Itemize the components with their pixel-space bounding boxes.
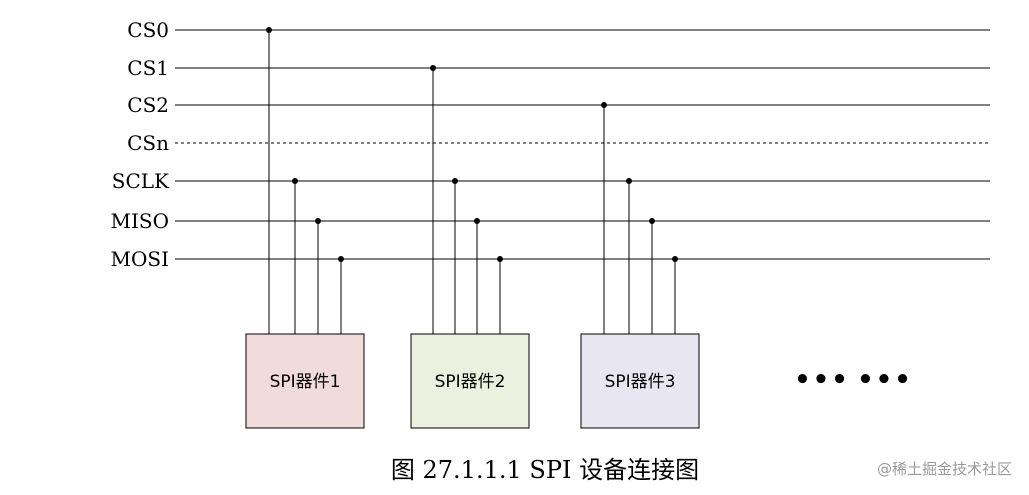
- device-2-mosi-junction-dot: [497, 256, 503, 262]
- device-1-mosi-junction-dot: [338, 256, 344, 262]
- device-1-sclk-junction-dot: [292, 178, 298, 184]
- watermark: @稀土掘金技术社区: [877, 460, 1012, 478]
- bus-label-sclk: SCLK: [112, 169, 170, 193]
- bus-label-csn: CSn: [127, 131, 169, 155]
- device-1-miso-junction-dot: [315, 218, 321, 224]
- spi-devices: SPI器件1 SPI器件2 SPI器件3: [245, 27, 700, 429]
- device-3-box: [580, 333, 700, 429]
- device-3-mosi-junction-dot: [672, 256, 678, 262]
- device-2-sclk-junction-dot: [452, 178, 458, 184]
- spi-device-1: SPI器件1: [245, 27, 365, 429]
- device-2-box: [410, 333, 530, 429]
- device-3-miso-junction-dot: [649, 218, 655, 224]
- bus-label-cs1: CS1: [127, 56, 169, 80]
- device-2-miso-junction-dot: [474, 218, 480, 224]
- device-3-sclk-junction-dot: [626, 178, 632, 184]
- device-2-cs-junction-dot: [430, 65, 436, 71]
- device-1-box: [245, 333, 365, 429]
- bus-label-cs2: CS2: [127, 93, 169, 117]
- bus-label-cs0: CS0: [127, 18, 169, 42]
- device-2-label: SPI器件2: [435, 372, 506, 392]
- device-3-label: SPI器件3: [605, 372, 676, 392]
- bus-label-miso: MISO: [111, 209, 169, 233]
- figure-caption: 图 27.1.1.1 SPI 设备连接图: [391, 456, 699, 484]
- device-3-cs-junction-dot: [601, 102, 607, 108]
- device-1-label: SPI器件1: [270, 372, 341, 392]
- bus-label-mosi: MOSI: [111, 247, 169, 271]
- device-1-cs-junction-dot: [266, 27, 272, 33]
- spi-device-2: SPI器件2: [410, 65, 530, 429]
- spi-device-3: SPI器件3: [580, 102, 700, 429]
- ellipsis-2: •••: [857, 365, 913, 395]
- ellipsis-1: •••: [794, 365, 850, 395]
